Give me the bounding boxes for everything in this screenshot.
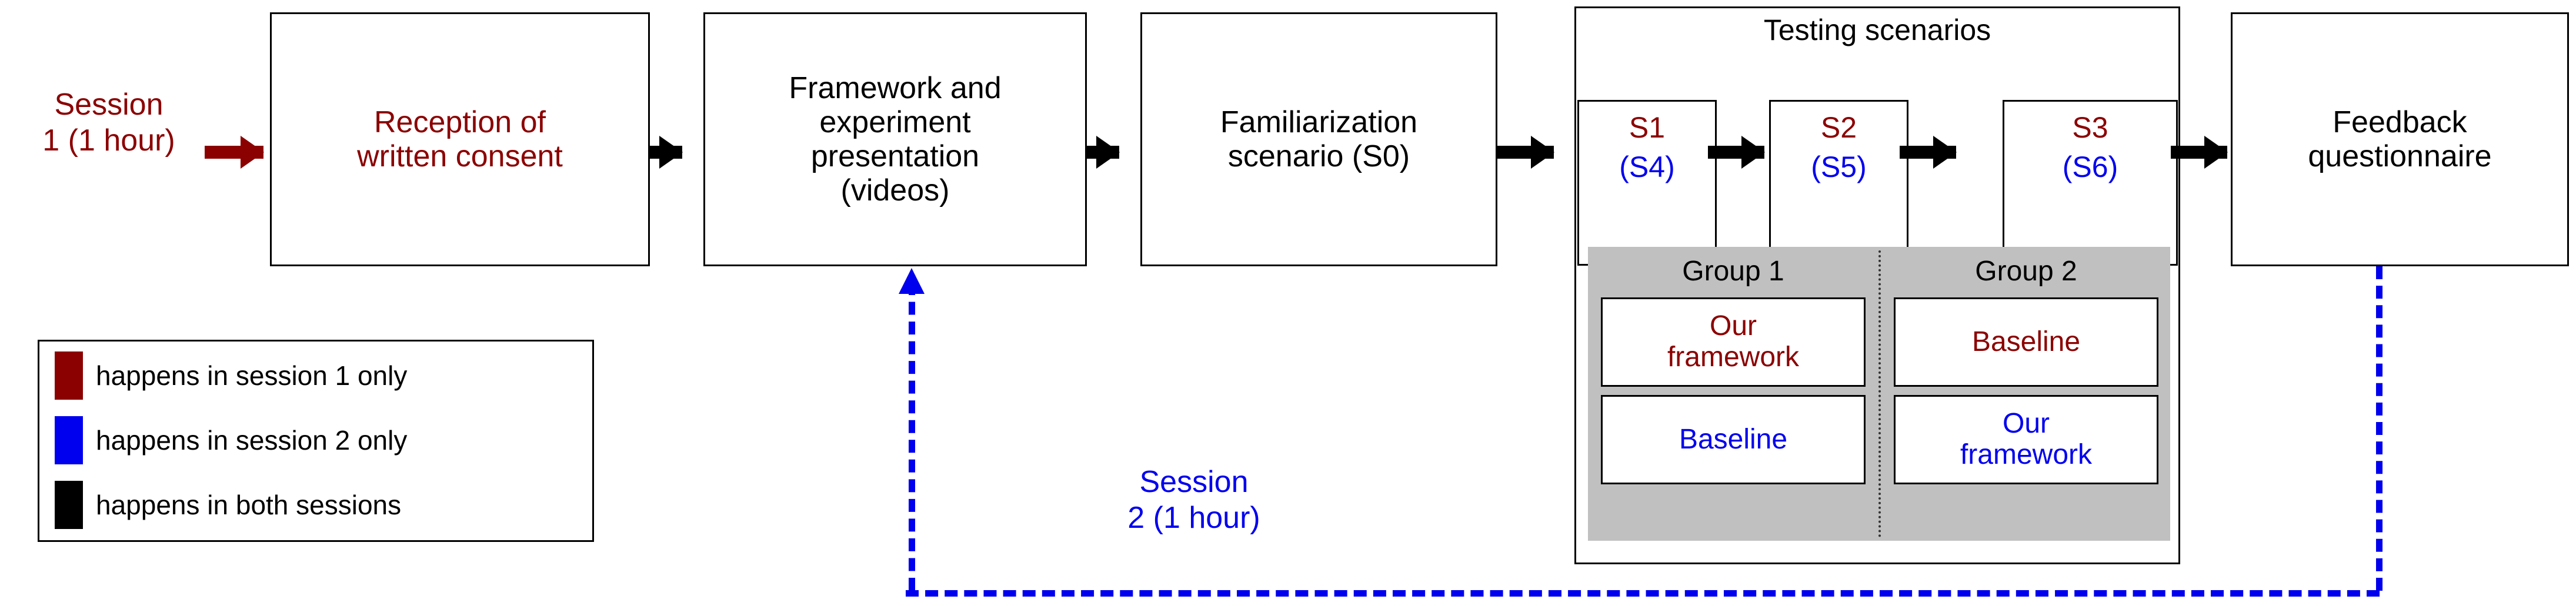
legend-label-session2: happens in session 2 only <box>96 425 408 456</box>
testing-scenarios-title: Testing scenarios <box>1763 14 1991 46</box>
arrow-s3-to-feedback <box>2171 136 2228 169</box>
group-1-session2-label: Baseline <box>1679 423 1788 455</box>
group-1-session1-cell[interactable]: Our framework <box>1601 297 1866 387</box>
step-box-feedback[interactable]: Feedback questionnaire <box>2231 12 2569 266</box>
arrow-presentation-to-familiarization <box>1087 136 1120 169</box>
step-box-consent[interactable]: Reception of written consent <box>270 12 650 266</box>
arrow-head <box>2204 136 2228 169</box>
session-1-label: Session 1 (1 hour) <box>42 88 175 158</box>
legend-item-session1: happens in session 1 only <box>39 346 592 405</box>
group-2-session2-label: Our framework <box>1960 408 2093 470</box>
scenario-s3-session1-label: S3 <box>2072 111 2108 144</box>
group-1-title: Group 1 <box>1682 256 1784 287</box>
scenario-box-s2[interactable]: S2 (S5) <box>1769 100 1908 266</box>
step-label-feedback: Feedback questionnaire <box>2308 105 2492 173</box>
arrow-head <box>1741 136 1765 169</box>
group-2-session2-cell[interactable]: Our framework <box>1894 395 2158 484</box>
legend-swatch-both <box>55 481 83 529</box>
arrow-session1-to-consent <box>205 136 264 169</box>
scenario-s2-session2-label: (S5) <box>1811 150 1867 183</box>
arrow-head <box>1933 136 1957 169</box>
group-assignment-panel: Group 1 Group 2 Our framework Baseline B… <box>1588 247 2170 541</box>
legend-box: happens in session 1 only happens in ses… <box>38 340 594 542</box>
session-2-label: Session 2 (1 hour) <box>1127 465 1260 535</box>
step-label-consent: Reception of written consent <box>357 105 563 173</box>
scenario-s1-session2-label: (S4) <box>1619 150 1675 183</box>
arrow-head <box>1096 136 1120 169</box>
legend-item-both: happens in both sessions <box>39 476 592 534</box>
scenario-s2-session1-label: S2 <box>1820 111 1857 144</box>
group-1-session1-label: Our framework <box>1667 310 1800 373</box>
arrow-head <box>659 136 683 169</box>
scenario-box-s1[interactable]: S1 (S4) <box>1577 100 1717 266</box>
session2-path-vertical-left <box>909 282 915 591</box>
session2-path-arrowhead-icon <box>899 268 925 294</box>
group-2-title: Group 2 <box>1975 256 2077 287</box>
step-box-familiarization[interactable]: Familiarization scenario (S0) <box>1140 12 1497 266</box>
arrow-head <box>241 136 264 169</box>
group-2-session1-cell[interactable]: Baseline <box>1894 297 2158 387</box>
group-1-session2-cell[interactable]: Baseline <box>1601 395 1866 484</box>
scenario-s3-session2-label: (S6) <box>2062 150 2118 183</box>
arrow-s1-to-s2 <box>1708 136 1765 169</box>
step-label-presentation: Framework and experiment presentation (v… <box>789 71 1002 208</box>
group-divider <box>1878 250 1881 537</box>
scenario-box-s3[interactable]: S3 (S6) <box>2003 100 2178 266</box>
group-2-session1-label: Baseline <box>1971 326 2081 357</box>
arrow-familiarization-to-s1 <box>1497 136 1554 169</box>
session2-path-horizontal <box>906 590 2380 597</box>
legend-label-session1: happens in session 1 only <box>96 360 408 391</box>
arrow-consent-to-presentation <box>650 136 683 169</box>
legend-item-session2: happens in session 2 only <box>39 411 592 470</box>
legend-label-both: happens in both sessions <box>96 490 402 520</box>
step-label-familiarization: Familiarization scenario (S0) <box>1220 105 1418 173</box>
session2-path-vertical-right <box>2376 266 2383 591</box>
scenario-s1-session1-label: S1 <box>1629 111 1666 144</box>
step-box-presentation[interactable]: Framework and experiment presentation (v… <box>703 12 1087 266</box>
legend-swatch-session1 <box>55 351 83 400</box>
arrow-s2-to-s3 <box>1900 136 1957 169</box>
arrow-head <box>1531 136 1554 169</box>
legend-swatch-session2 <box>55 416 83 464</box>
